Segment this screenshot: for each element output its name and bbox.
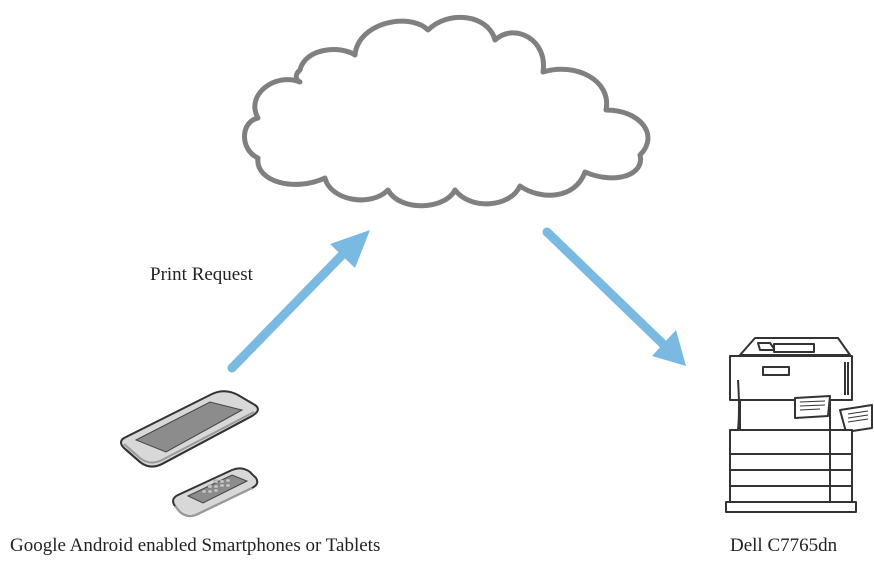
- arrow-to-printer: [542, 227, 686, 366]
- printer-icon: [725, 337, 873, 513]
- cloud-icon: [242, 14, 651, 209]
- arrow-to-cloud: [227, 230, 370, 373]
- print-request-label: Print Request: [150, 264, 253, 285]
- tablet-icon: [120, 390, 259, 468]
- printer-label: Dell C7765dn: [730, 535, 838, 556]
- smartphone-icon: [172, 467, 259, 518]
- mobile-devices-label: Google Android enabled Smartphones or Ta…: [10, 535, 381, 556]
